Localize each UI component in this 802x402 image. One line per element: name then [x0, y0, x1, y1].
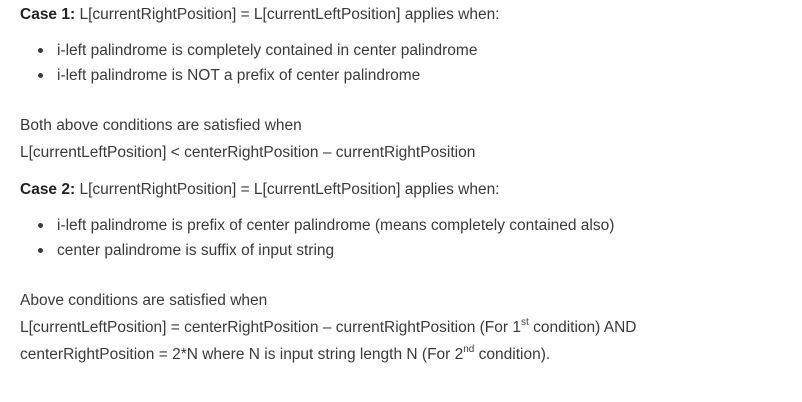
para2-line2: L[currentLeftPosition] = centerRightPosi… [20, 316, 637, 338]
para1-line2: L[currentLeftPosition] < centerRightPosi… [20, 144, 476, 161]
para2-line2-post: condition) AND [528, 319, 637, 336]
case1-bullet-1: i-left palindrome is completely containe… [57, 42, 478, 59]
case2-heading: Case 2: L[currentRightPosition] = L[curr… [20, 180, 500, 200]
bullet-icon [38, 223, 43, 228]
bullet-icon [38, 48, 43, 53]
para2-line1: Above conditions are satisfied when [20, 292, 268, 309]
case2-bullet-1: i-left palindrome is prefix of center pa… [57, 217, 615, 234]
para1-line1: Both above conditions are satisfied when [20, 117, 302, 134]
case1-label: Case 1: [20, 6, 76, 23]
para2-line2-sup: st [521, 316, 529, 328]
case1-heading: Case 1: L[currentRightPosition] = L[curr… [20, 5, 500, 25]
para2-line3: centerRightPosition = 2*N where N is inp… [20, 343, 551, 365]
case1-bullet-2: i-left palindrome is NOT a prefix of cen… [57, 67, 421, 84]
bullet-icon [38, 73, 43, 78]
bullet-icon [38, 248, 43, 253]
case2-bullet-2: center palindrome is suffix of input str… [57, 242, 335, 259]
para2-line3-post: condition). [474, 346, 551, 363]
para2-line3-pre: centerRightPosition = 2*N where N is inp… [20, 346, 464, 363]
case2-label: Case 2: [20, 181, 76, 198]
para2-line3-sup: nd [463, 343, 475, 355]
para2-line2-pre: L[currentLeftPosition] = centerRightPosi… [20, 319, 521, 336]
case1-text: L[currentRightPosition] = L[currentLeftP… [75, 6, 500, 23]
case2-text: L[currentRightPosition] = L[currentLeftP… [75, 181, 500, 198]
